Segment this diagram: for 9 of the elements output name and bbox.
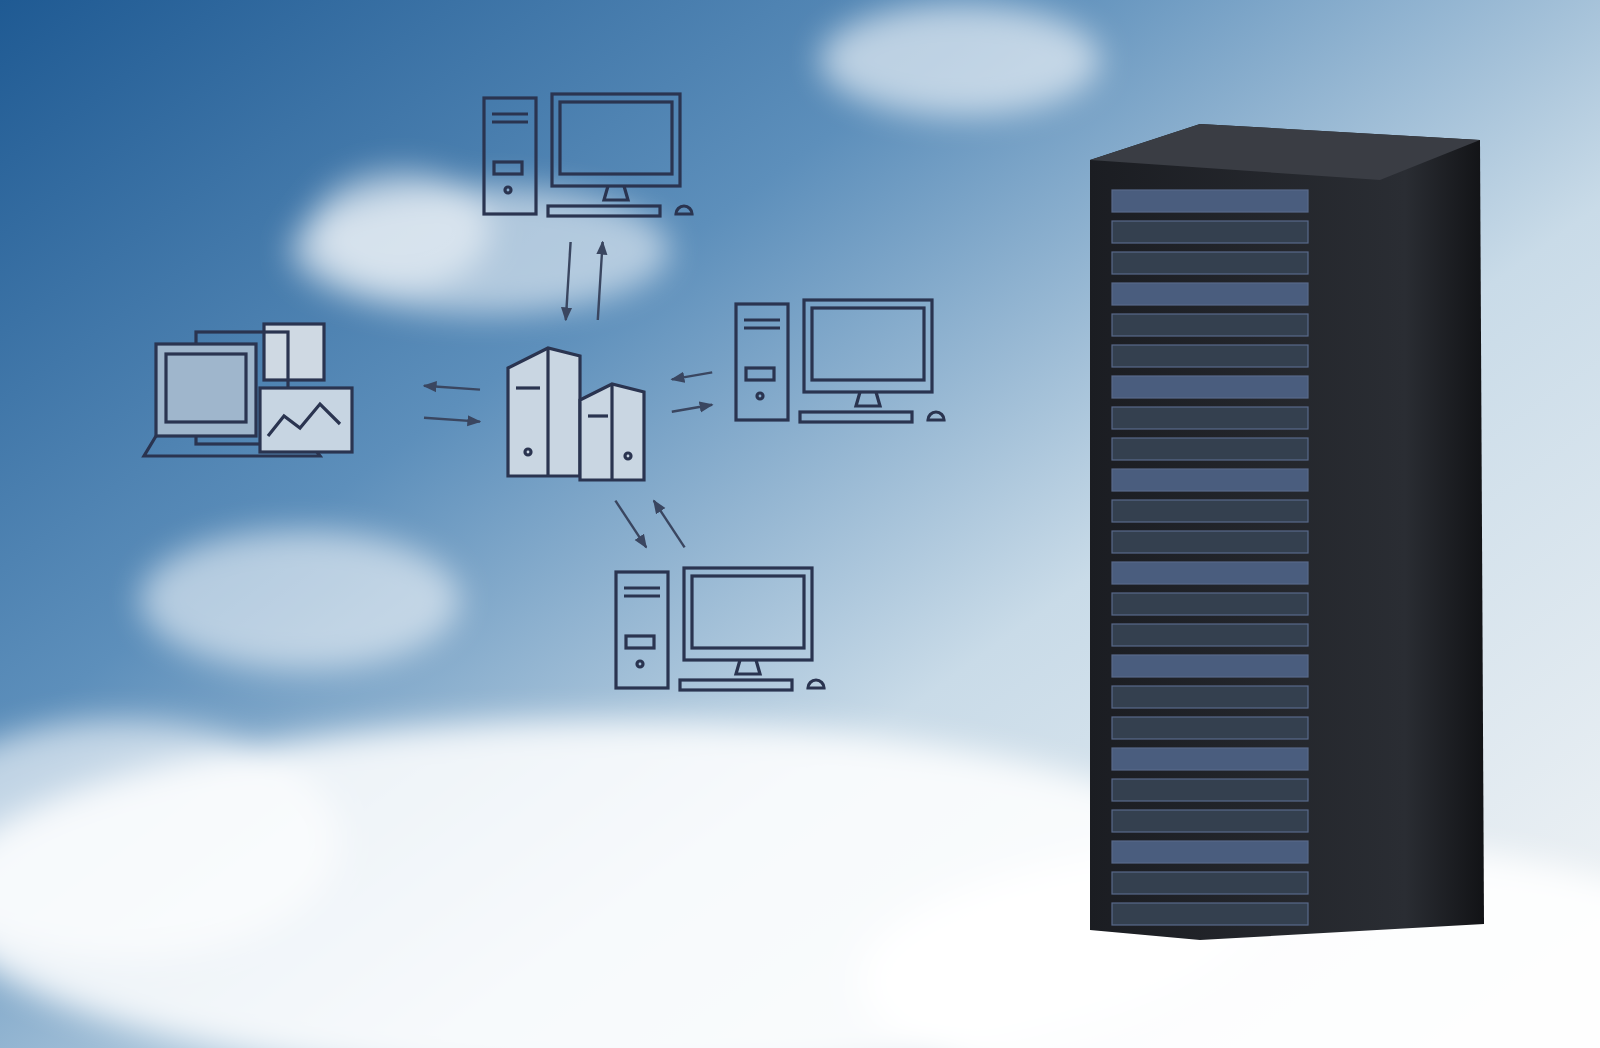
arrow bbox=[652, 499, 686, 549]
server-towers-icon bbox=[500, 340, 652, 484]
arrow bbox=[670, 371, 713, 383]
arrow bbox=[614, 499, 648, 549]
arrow bbox=[423, 415, 482, 427]
arrow bbox=[671, 401, 714, 413]
arrow bbox=[422, 381, 481, 393]
arrow bbox=[596, 240, 608, 321]
arrow bbox=[561, 241, 573, 322]
